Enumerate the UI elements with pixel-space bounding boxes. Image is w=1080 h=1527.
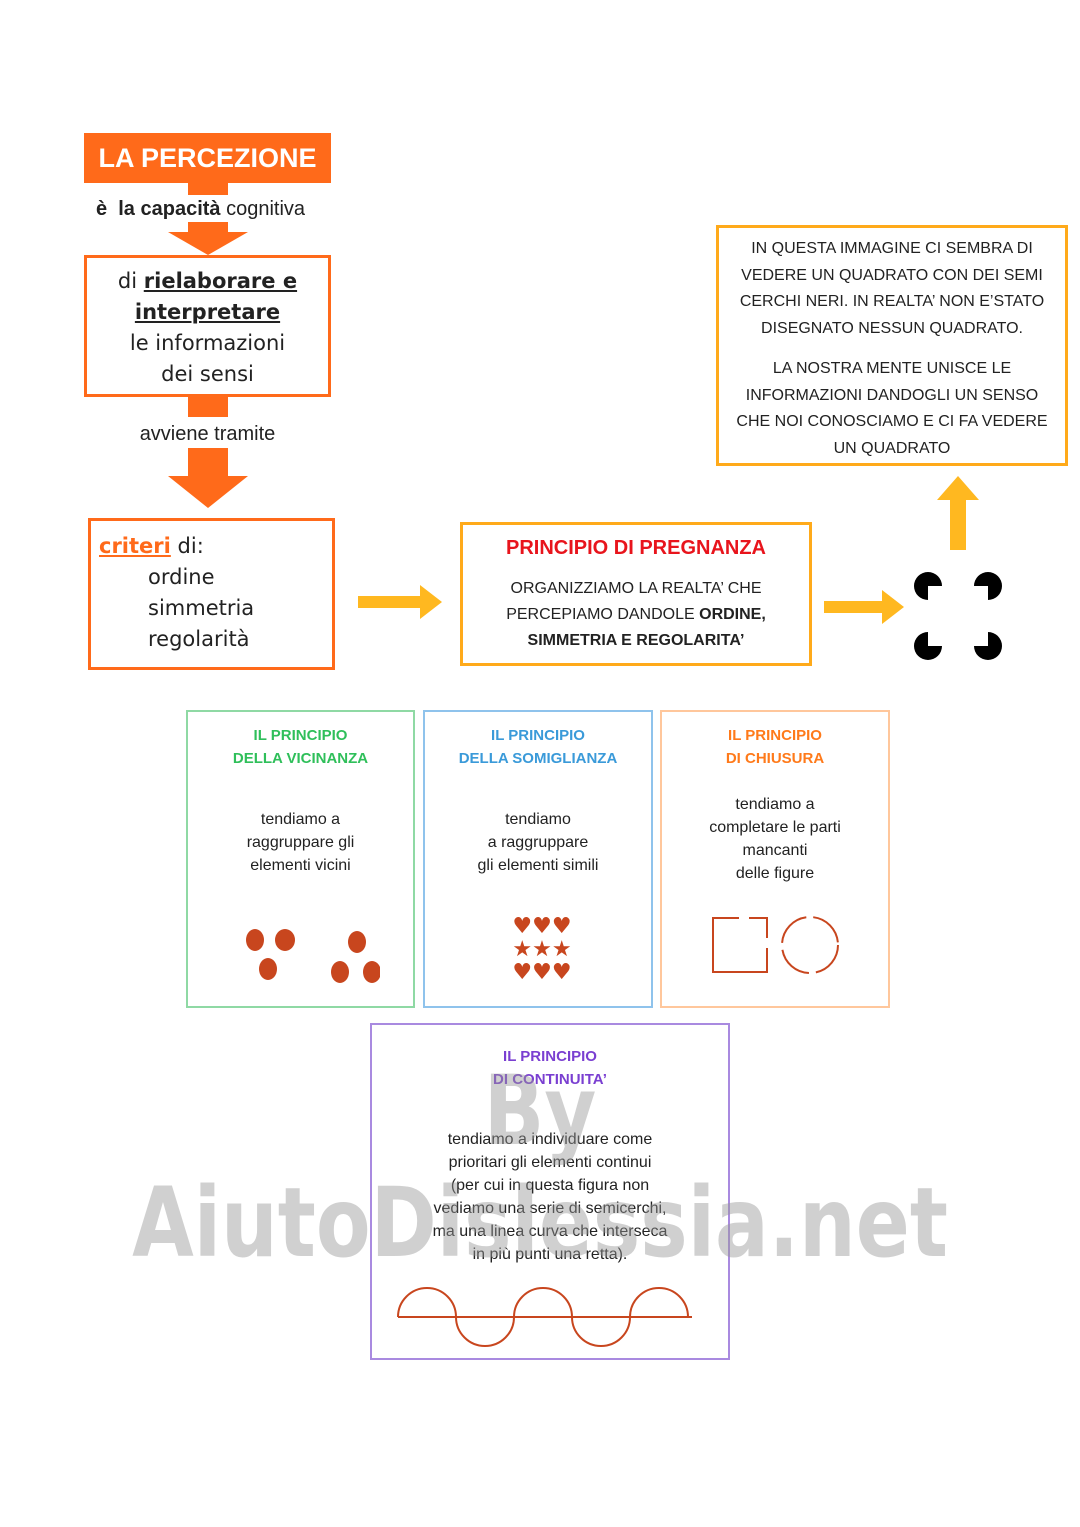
right-arrow-2-icon <box>824 590 904 624</box>
explanation-para-2: LA NOSTRA MENTE UNISCE LE INFORMAZIONI D… <box>736 360 1048 457</box>
principle-heading: IL PRINCIPIO <box>503 1048 597 1065</box>
rie-underline-2: interpretare <box>134 300 281 324</box>
criteri-suffix: di: <box>177 534 204 558</box>
principle-heading: DI CONTINUITA’ <box>493 1071 607 1088</box>
rie-prefix: di <box>117 269 138 293</box>
capacity-line: è la capacità cognitiva <box>96 198 305 221</box>
incomplete-shapes-icon <box>712 916 839 974</box>
connector-bar <box>188 183 228 195</box>
rie-line-4: dei sensi <box>161 362 254 386</box>
principle-text: ma una linea curva che interseca <box>432 1223 668 1240</box>
explanation-box: IN QUESTA IMMAGINE CI SEMBRA DI VEDERE U… <box>716 225 1068 466</box>
principle-text: completare le parti <box>709 819 841 836</box>
up-arrow-icon <box>937 476 979 550</box>
criterio-item: ordine <box>148 565 215 589</box>
principle-text: tendiamo <box>505 811 571 828</box>
pregnanza-line-2: PERCEPIAMO DANDOLE <box>506 606 695 623</box>
principle-heading: DELLA SOMIGLIANZA <box>458 750 618 767</box>
rie-underline-1: rielaborare e <box>143 269 298 293</box>
title-box: LA PERCEZIONE <box>84 133 331 183</box>
down-arrow-icon <box>168 222 248 255</box>
principle-text: (per cui in questa figura non <box>450 1177 650 1194</box>
kanizsa-square-icon <box>914 572 1002 660</box>
shapes-grid-icon: ♥♥♥★★★♥♥♥ <box>512 914 572 985</box>
criterio-item: regolarità <box>148 627 250 651</box>
principle-continuita: IL PRINCIPIO DI CONTINUITA’ tendiamo a i… <box>370 1023 730 1360</box>
rie-line-3: le informazioni <box>129 331 286 355</box>
principle-text: delle figure <box>735 865 815 882</box>
principle-chiusura: IL PRINCIPIO DI CHIUSURA tendiamo a comp… <box>660 710 890 1008</box>
connector-bar-2 <box>188 397 228 417</box>
principle-text: a raggruppare <box>487 834 589 851</box>
wavy-line-icon <box>397 1287 692 1347</box>
principle-text: in più punti una retta). <box>472 1246 628 1263</box>
pregnanza-box: PRINCIPIO DI PREGNANZA ORGANIZZIAMO LA R… <box>460 522 812 666</box>
pregnanza-title: PRINCIPIO DI PREGNANZA <box>505 537 767 559</box>
principle-heading: IL PRINCIPIO <box>253 727 348 744</box>
principle-heading: DI CHIUSURA <box>725 750 825 767</box>
principle-heading: IL PRINCIPIO <box>491 727 585 744</box>
capacity-prefix: è <box>96 198 108 220</box>
principle-heading: DELLA VICINANZA <box>232 750 369 767</box>
down-arrow-2-icon <box>168 448 248 508</box>
principle-text: vediamo una serie di semicerchi, <box>433 1200 667 1217</box>
principle-text: tendiamo a <box>735 796 815 813</box>
principle-text: elementi vicini <box>250 857 351 874</box>
capacity-bold: la capacità <box>118 198 221 220</box>
right-arrow-icon <box>358 585 442 619</box>
criteri-box: criteri di: ordine simmetria regolarità <box>88 518 335 670</box>
principle-text: raggruppare gli <box>246 834 355 851</box>
page-title: LA PERCEZIONE <box>98 142 317 173</box>
blobs-icon <box>246 929 380 983</box>
principle-text: mancanti <box>742 842 808 859</box>
pregnanza-line-2-bold: ORDINE, <box>699 606 766 623</box>
principle-heading: IL PRINCIPIO <box>728 727 822 744</box>
pregnanza-line-1: ORGANIZZIAMO LA REALTA’ CHE <box>510 580 762 597</box>
rielaborare-box: di rielaborare e interpretare le informa… <box>84 255 331 397</box>
principle-text: tendiamo a individuare come <box>447 1131 653 1148</box>
principle-text: tendiamo a <box>260 811 341 828</box>
principle-text: gli elementi simili <box>477 857 599 874</box>
capacity-rest: cognitiva <box>226 198 306 220</box>
explanation-para-1: IN QUESTA IMMAGINE CI SEMBRA DI VEDERE U… <box>739 240 1045 337</box>
principle-somiglianza: IL PRINCIPIO DELLA SOMIGLIANZA tendiamo … <box>423 710 653 1008</box>
criteri-word: criteri <box>99 534 171 558</box>
pregnanza-line-3-bold: SIMMETRIA E REGOLARITA’ <box>527 632 745 649</box>
principle-vicinanza: IL PRINCIPIO DELLA VICINANZA tendiamo a … <box>186 710 415 1008</box>
principle-text: prioritari gli elementi continui <box>448 1154 652 1171</box>
criterio-item: simmetria <box>148 596 255 620</box>
avviene-label: avviene tramite <box>139 423 276 445</box>
